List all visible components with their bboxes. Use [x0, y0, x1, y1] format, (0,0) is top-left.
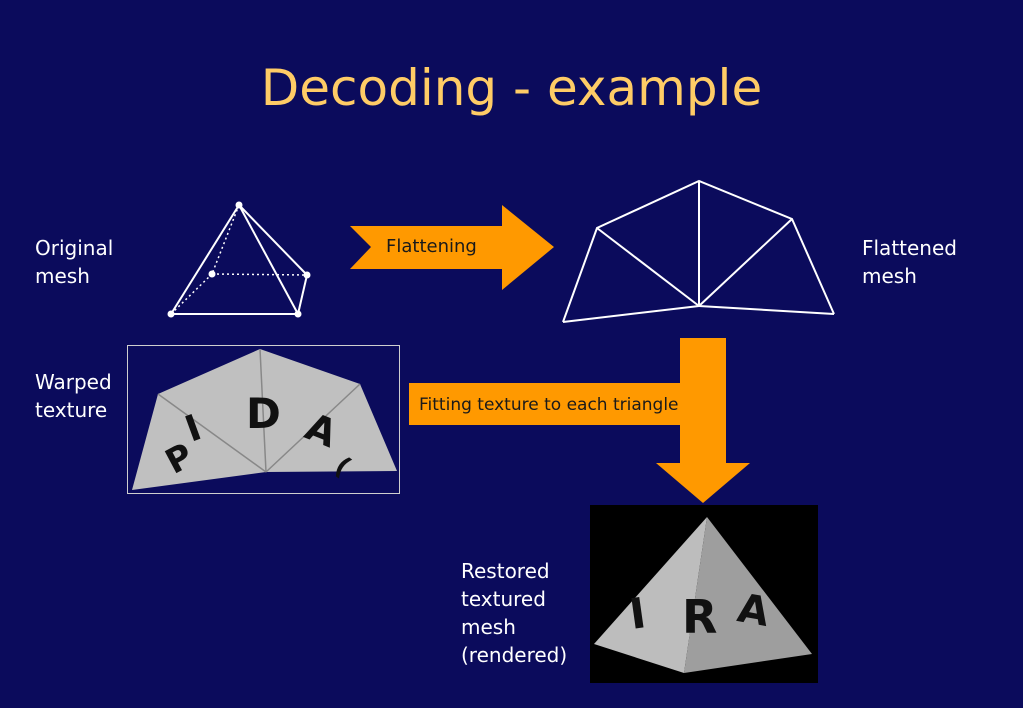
- warped-texture-drawing: P I D A (: [132, 348, 397, 490]
- svg-text:I: I: [626, 588, 648, 639]
- flattened-mesh-label: Flattened mesh: [862, 236, 957, 288]
- restored-mesh-label: Restored textured mesh (rendered): [461, 559, 568, 667]
- fitting-arrow-label: Fitting texture to each triangle: [419, 395, 679, 415]
- svg-text:R: R: [682, 590, 717, 644]
- svg-text:D: D: [246, 389, 281, 438]
- warped-texture-label: Warped texture: [35, 370, 112, 422]
- rendered-pyramid-image: I R A: [590, 505, 818, 683]
- warped-texture-image: P I D A (: [127, 345, 400, 494]
- flattening-arrow-label: Flattening: [386, 236, 477, 257]
- rendered-pyramid-drawing: I R A: [594, 517, 812, 673]
- slide-title: Decoding - example: [260, 59, 763, 117]
- original-mesh-label: Original mesh: [35, 236, 114, 288]
